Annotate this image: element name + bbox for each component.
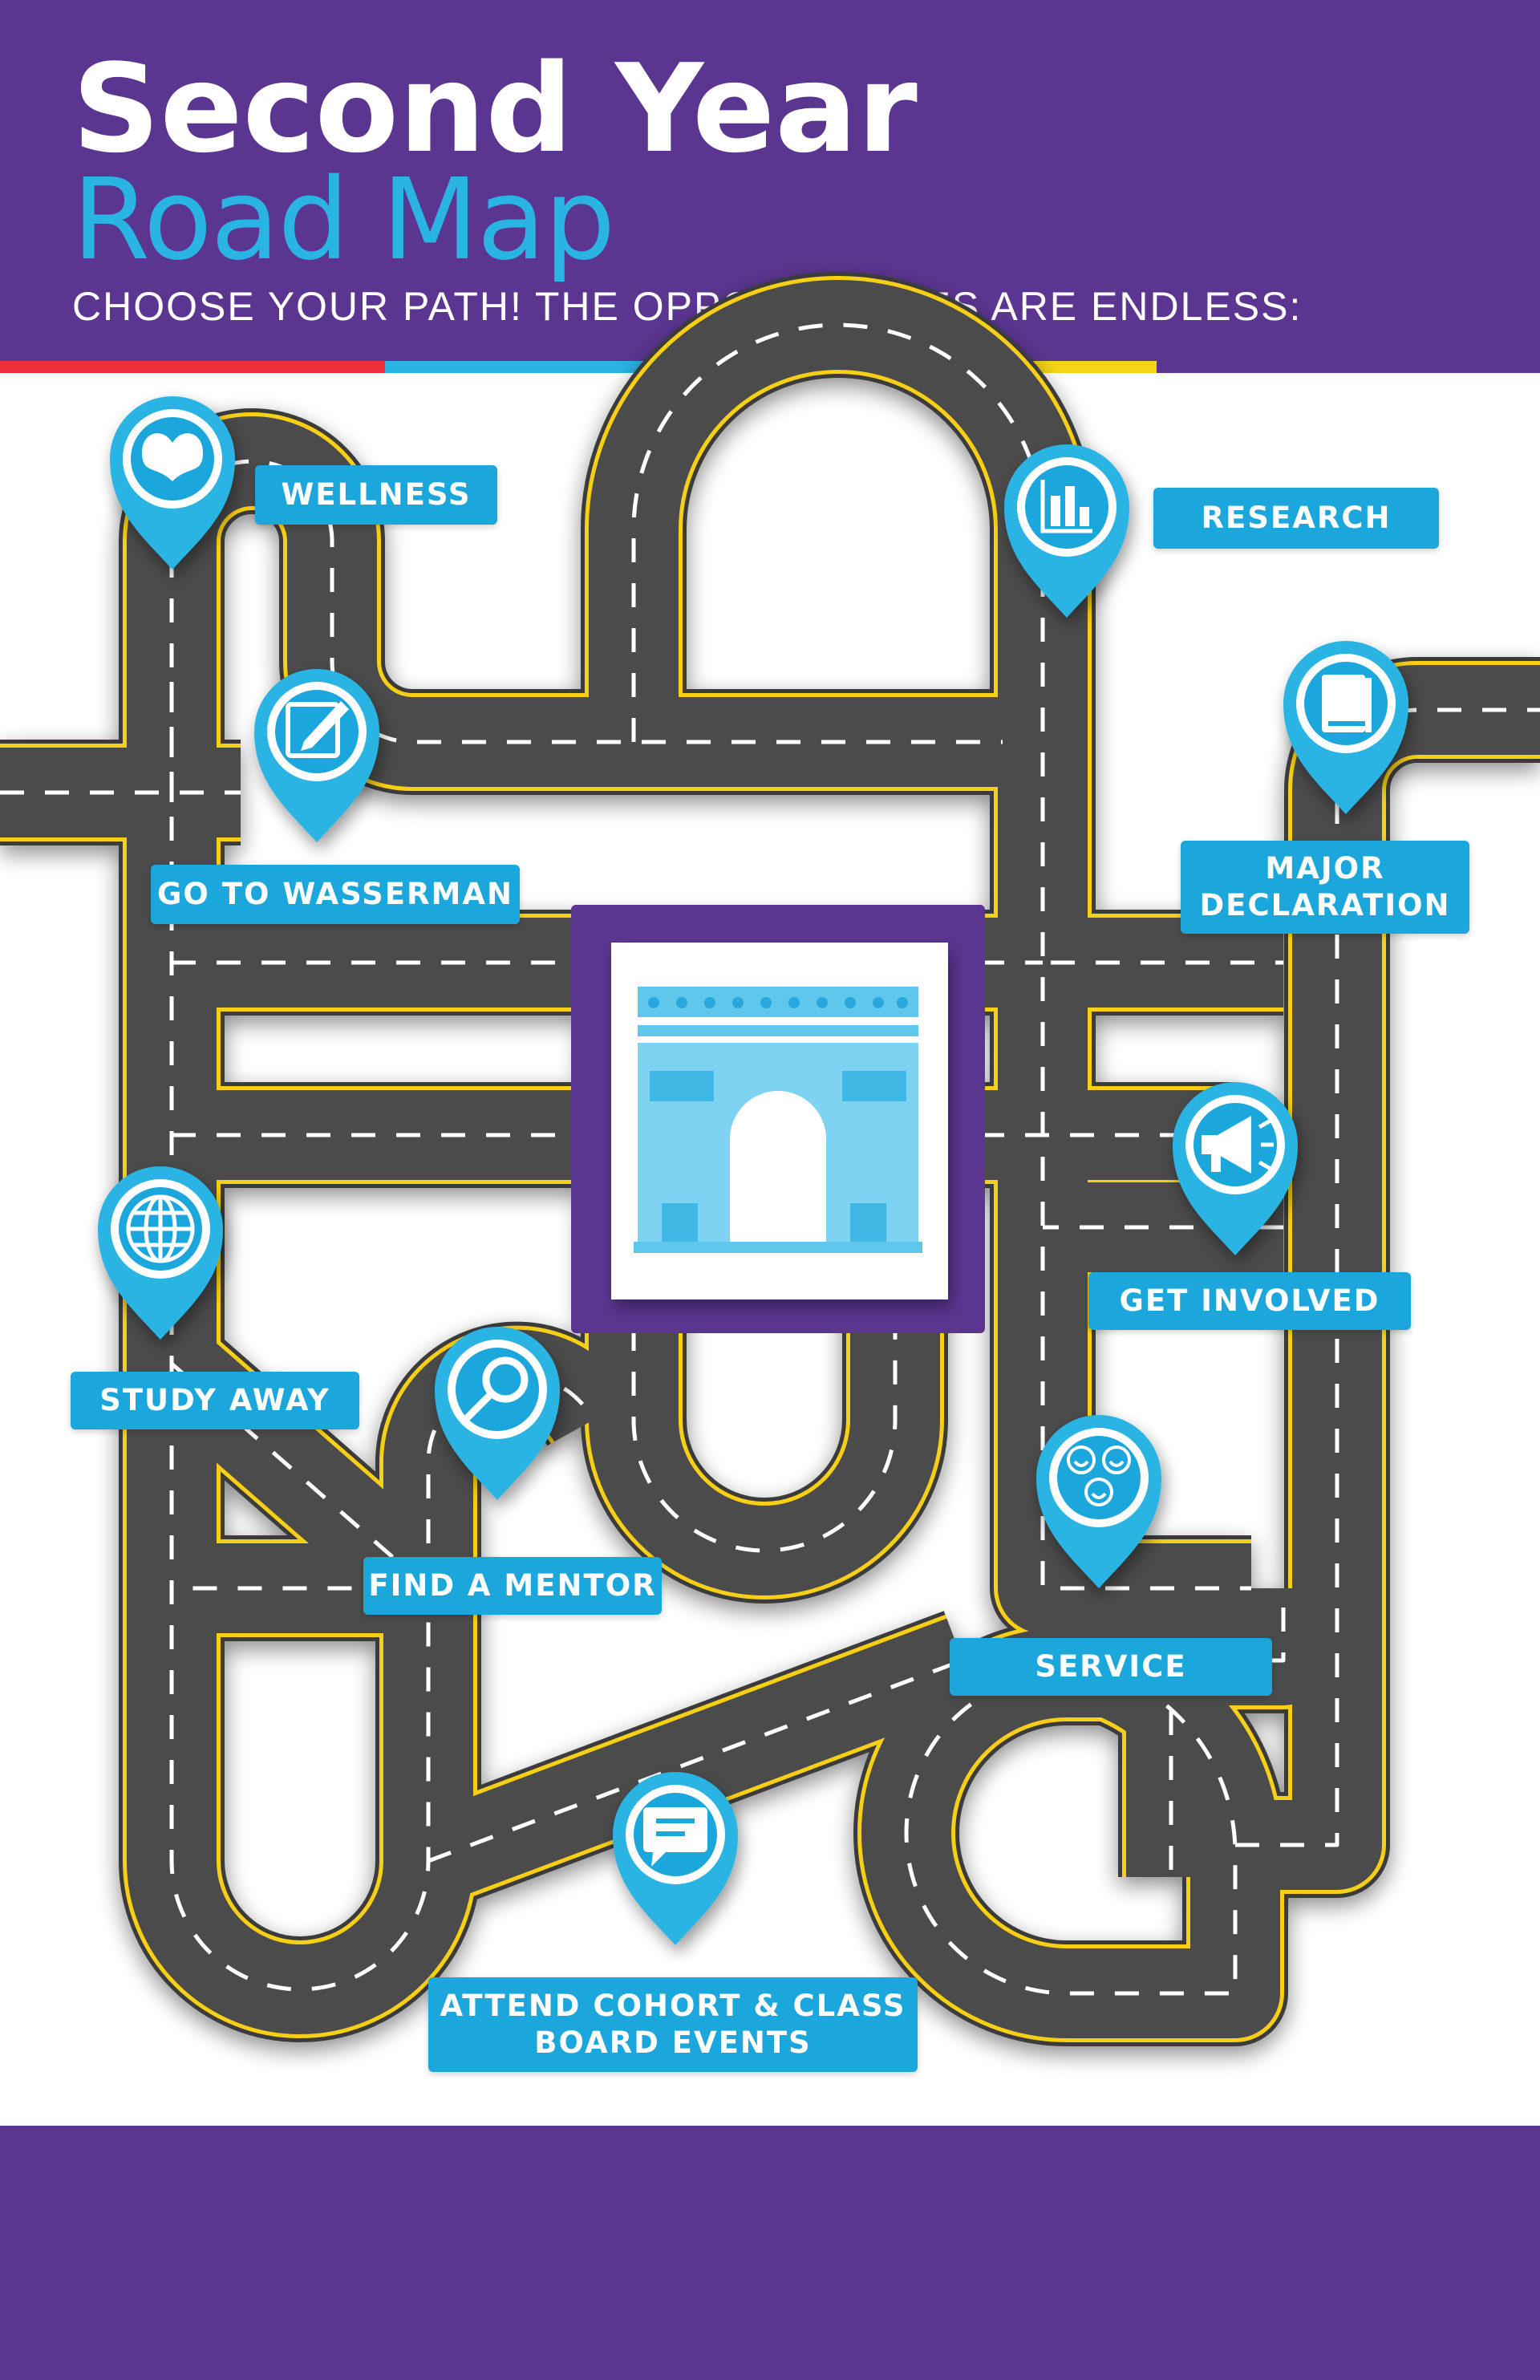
label-wellness-text: WELLNESS [281,476,472,512]
label-find-a-mentor-text: FIND A MENTOR [368,1567,657,1603]
label-go-to-wasserman-text: GO TO WASSERMAN [157,876,513,911]
pin-attend-events[interactable] [613,1772,738,1945]
label-study-away-text: STUDY AWAY [99,1382,330,1417]
megaphone-icon [1202,1116,1274,1174]
pin-find-a-mentor[interactable] [435,1327,560,1500]
label-major-declaration[interactable]: MAJOR DECLARATION [1181,841,1469,934]
label-study-away[interactable]: STUDY AWAY [71,1372,359,1429]
pin-go-to-wasserman[interactable] [254,669,379,842]
label-service[interactable]: SERVICE [950,1638,1272,1696]
chat-bubble-icon [643,1807,707,1867]
label-service-text: SERVICE [1035,1648,1187,1684]
pin-study-away[interactable] [98,1166,223,1340]
label-wellness[interactable]: WELLNESS [255,465,497,525]
label-get-involved[interactable]: GET INVOLVED [1088,1272,1411,1330]
label-research[interactable]: RESEARCH [1153,488,1439,549]
heart-icon [142,433,203,481]
bar-chart-icon [1040,480,1092,533]
label-attend-events-text-1: ATTEND COHORT & CLASS [440,1988,906,2023]
tagline: CHOOSE YOUR PATH! THE OPPORTUNITIES ARE … [72,284,1303,329]
pin-get-involved[interactable] [1173,1082,1298,1255]
book-icon [1322,675,1372,732]
triumphal-arch-icon [634,987,922,1253]
color-stripe-red [0,361,385,373]
map-pins [98,396,1408,1945]
header-banner: Second Year Road Map CHOOSE YOUR PATH! T… [0,0,1540,361]
page-title: Second Year [72,38,918,180]
pin-service[interactable] [1036,1415,1161,1588]
pin-research[interactable] [1004,444,1129,618]
center-arch-tile [571,905,985,1333]
label-find-a-mentor[interactable]: FIND A MENTOR [363,1557,662,1615]
footer-banner [0,2126,1540,2380]
label-research-text: RESEARCH [1201,500,1392,535]
edit-form-icon [286,701,349,758]
pin-major-declaration[interactable] [1283,641,1408,814]
label-go-to-wasserman[interactable]: GO TO WASSERMAN [151,865,520,924]
label-attend-events-text-2: BOARD EVENTS [534,2025,812,2060]
label-major-declaration-text-1: MAJOR [1265,850,1385,886]
label-get-involved-text: GET INVOLVED [1119,1283,1380,1318]
label-major-declaration-text-2: DECLARATION [1199,888,1451,922]
label-attend-events[interactable]: ATTEND COHORT & CLASS BOARD EVENTS [428,1977,918,2072]
pin-wellness[interactable] [110,396,235,570]
page-subtitle: Road Map [72,155,615,286]
magnifier-icon [463,1356,529,1422]
globe-icon [126,1194,195,1263]
smiley-faces-icon [1067,1445,1131,1506]
